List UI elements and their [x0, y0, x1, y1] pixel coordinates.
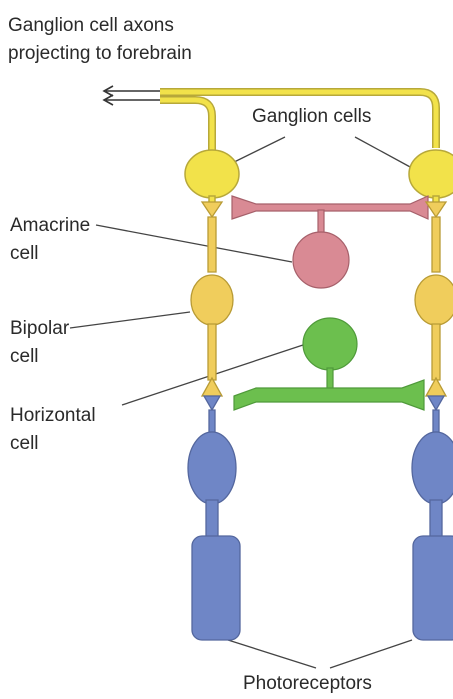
bipolar-soma-right	[415, 275, 453, 325]
photoreceptor-neck-left	[206, 500, 218, 538]
bipolar-foot-left	[202, 378, 222, 396]
bipolar-axon-left	[208, 217, 216, 272]
forebrain-arrows	[104, 86, 160, 105]
photoreceptor-outer-segment-right	[413, 536, 453, 640]
bipolar-pointer	[70, 312, 190, 328]
photoreceptor-terminal-left	[204, 396, 220, 410]
bipolar-dendrite-right	[432, 324, 440, 380]
bipolar-dendrite-left	[208, 324, 216, 380]
bipolar-foot-right	[426, 378, 446, 396]
label-photoreceptors: Photoreceptors	[243, 673, 372, 695]
photoreceptor-neck-right	[430, 500, 442, 538]
photoreceptor-nucleus-left	[188, 432, 236, 504]
axon-left	[160, 100, 212, 150]
ganglion-pointer-right	[355, 137, 412, 168]
photoreceptor-outer-segment-left	[192, 536, 240, 640]
label-bipolar-cell: Bipolar cell	[10, 315, 69, 371]
axon-outline-left	[160, 100, 212, 150]
label-ganglion-cells: Ganglion cells	[252, 106, 371, 128]
amacrine-cell	[232, 196, 428, 288]
horizontal-soma	[303, 318, 357, 370]
label-horizontal-cell: Horizontal cell	[10, 402, 96, 458]
bipolar-soma-left	[191, 275, 233, 325]
photoreceptor-pointer-right	[330, 640, 412, 668]
label-amacrine-cell: Amacrine cell	[10, 212, 90, 268]
amacrine-process	[232, 196, 428, 219]
photoreceptor-terminal-right	[428, 396, 444, 410]
figure-title: Ganglion cell axons projecting to forebr…	[8, 12, 192, 68]
horizontal-cell	[234, 318, 424, 410]
photoreceptor-axon-left	[209, 410, 215, 432]
amacrine-soma	[293, 232, 349, 288]
amacrine-pointer	[96, 225, 292, 262]
ganglion-cells	[185, 150, 453, 204]
bipolar-terminal-left	[202, 202, 222, 217]
bipolar-axon-right	[432, 217, 440, 272]
photoreceptors	[188, 396, 453, 640]
ganglion-cell-left	[185, 150, 239, 198]
amacrine-stalk	[318, 210, 324, 234]
photoreceptor-pointer-left	[228, 640, 316, 668]
photoreceptor-axon-right	[433, 410, 439, 432]
photoreceptor-nucleus-right	[412, 432, 453, 504]
bipolar-terminal-right	[426, 202, 446, 217]
ganglion-cell-right	[409, 150, 453, 198]
